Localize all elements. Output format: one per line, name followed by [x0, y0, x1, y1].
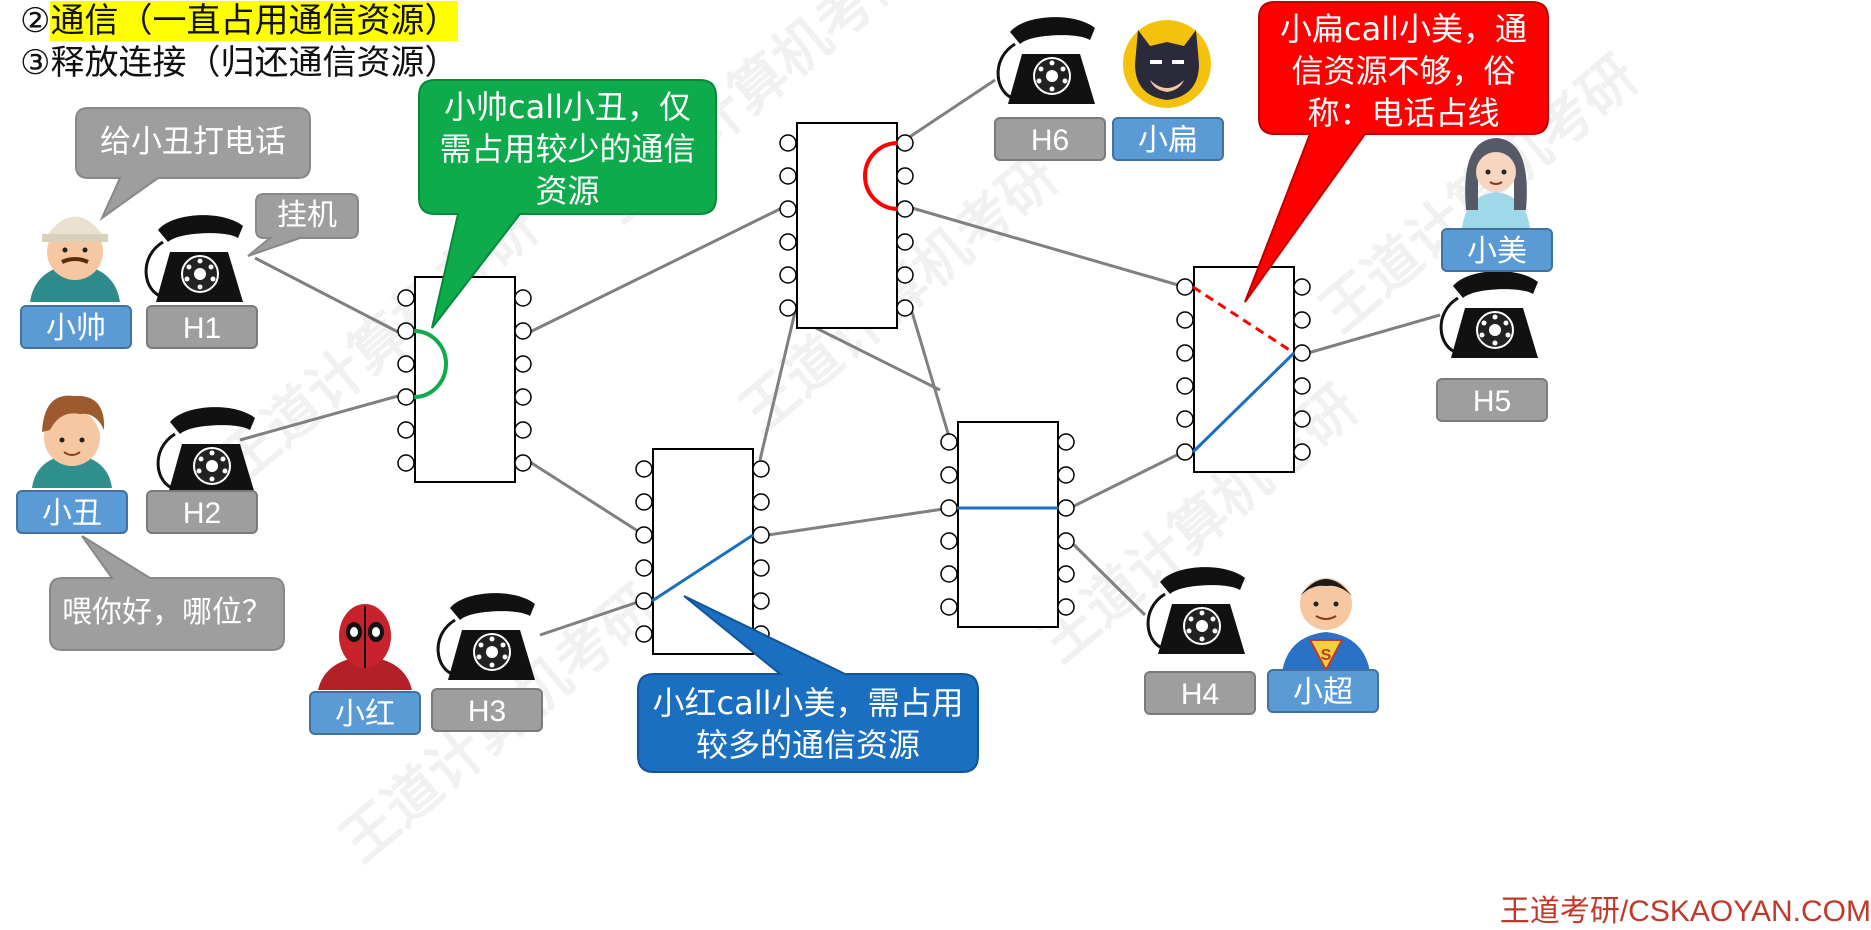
phone-icon-h1 — [144, 213, 245, 304]
phone-icon-h5 — [1439, 269, 1540, 360]
green-callout-line: 需占用较少的通信 — [439, 130, 696, 168]
blue-callout — [637, 595, 979, 773]
switch-3 — [635, 448, 770, 655]
links — [239, 78, 1441, 637]
step-communicate: ②通信（一直占用通信资源） — [20, 1, 459, 41]
switch-2 — [779, 122, 914, 329]
svg-text:S: S — [1321, 647, 1332, 664]
step-release: ③释放连接（归还通信资源） — [20, 43, 459, 83]
call-bubble-text: 给小丑打电话 — [100, 124, 286, 160]
host-label-h5: H5 — [1436, 378, 1548, 422]
green-callout — [418, 79, 717, 329]
footer-brand: 王道考研/CSKAOYAN.COM — [1499, 895, 1871, 928]
red-callout-line: 称：电话占线 — [1307, 94, 1500, 132]
host-label-h6: H6 — [994, 117, 1106, 161]
host-label-h3: H3 — [431, 688, 543, 732]
red-callout — [1244, 1, 1549, 303]
person-label-xiaohong: 小红 — [309, 691, 421, 735]
phone-icon-h2 — [156, 405, 257, 496]
green-callout-line: 小帅call小丑，仅 — [444, 88, 691, 126]
call-bubble — [75, 107, 311, 221]
person-label-xiaoshuai: 小帅 — [20, 305, 132, 349]
person-label-xiaochao: 小超 — [1267, 669, 1379, 713]
switch-4 — [940, 421, 1075, 628]
phone-icon-h6 — [996, 15, 1097, 106]
hangup-bubble — [247, 193, 359, 257]
step-communicate-highlight: 通信（一直占用通信资源） — [50, 1, 459, 41]
red-callout-text: 小扁call小美，通 信资源不够，俗 称：电话占线 — [1259, 8, 1548, 134]
blue-callout-line: 小红call小美，需占用 — [652, 684, 964, 722]
switch-5 — [1176, 266, 1311, 473]
avatar-xiaochao: S — [1282, 578, 1370, 673]
hello-bubble — [49, 535, 285, 651]
green-callout-line: 资源 — [535, 172, 600, 210]
phone-icon-h4 — [1146, 565, 1247, 656]
avatar-xiaohong — [318, 604, 412, 690]
red-callout-line: 小扁call小美，通 — [1280, 10, 1527, 48]
person-label-xiaomei: 小美 — [1441, 228, 1553, 272]
blue-callout-line: 较多的通信资源 — [695, 726, 920, 764]
switch-1 — [397, 276, 532, 483]
green-callout-text: 小帅call小丑，仅 需占用较少的通信 资源 — [419, 86, 716, 212]
host-label-h2: H2 — [146, 490, 258, 534]
person-label-xiaochou: 小丑 — [16, 490, 128, 534]
person-label-xiaobian: 小扁 — [1112, 117, 1224, 161]
host-label-h1: H1 — [146, 305, 258, 349]
host-label-h4: H4 — [1144, 671, 1256, 715]
hello-bubble-text: 喂你好，哪位？ — [62, 595, 272, 630]
hangup-bubble-text: 挂机 — [277, 198, 337, 233]
phone-icon-h3 — [436, 591, 537, 682]
blue-callout-text: 小红call小美，需占用 较多的通信资源 — [638, 682, 978, 766]
avatar-xiaochou — [32, 395, 112, 488]
avatar-xiaomei — [1462, 138, 1530, 228]
red-callout-line: 信资源不够，俗 — [1291, 52, 1516, 90]
avatar-xiaoshuai — [30, 216, 120, 302]
avatar-xiaobian — [1123, 20, 1211, 108]
